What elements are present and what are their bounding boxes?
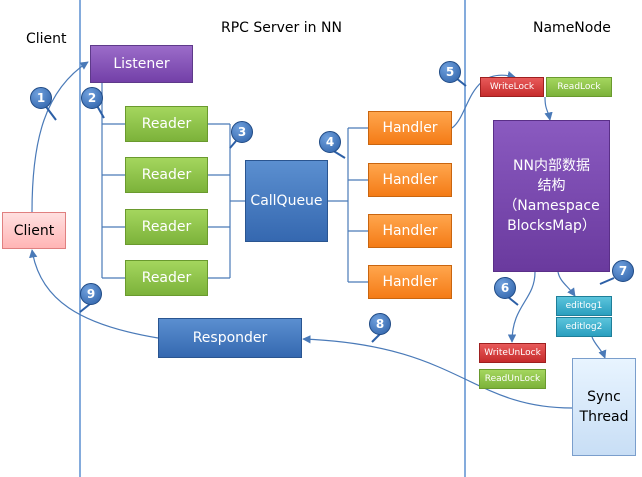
write-lock-node: WriteLock bbox=[480, 77, 544, 97]
listener-node: Listener bbox=[90, 45, 193, 83]
connector-lock-to-namespace bbox=[544, 96, 553, 121]
step-badge: 4 bbox=[319, 131, 341, 153]
reader-node: Reader bbox=[125, 157, 208, 193]
write-unlock-node: WriteUnLock bbox=[479, 343, 546, 363]
read-unlock-node: ReadUnLock bbox=[479, 369, 546, 389]
namespace-label-line: BlocksMap） bbox=[507, 218, 596, 234]
sync-thread-label-line: Thread bbox=[579, 409, 629, 425]
reader-node: Reader bbox=[125, 260, 208, 296]
connector-handler-to-lock bbox=[451, 71, 516, 129]
connector-sync-to-responder bbox=[302, 335, 573, 409]
sync-thread-label-line: Sync bbox=[587, 389, 621, 405]
step-badge: 8 bbox=[369, 313, 391, 335]
handler-node: Handler bbox=[368, 214, 452, 248]
connector-namespace-to-editlog bbox=[557, 271, 576, 297]
step-badge: 2 bbox=[81, 87, 103, 109]
step-badge: 7 bbox=[612, 260, 634, 282]
step-badge: 1 bbox=[30, 87, 52, 109]
connector-responder-to-client bbox=[29, 249, 159, 339]
namespace-label-line: （Namespace bbox=[503, 198, 600, 214]
namespace-node: NN内部数据 结构 （Namespace BlocksMap） bbox=[493, 120, 610, 272]
client-node: Client bbox=[2, 212, 66, 249]
connector-namespace-to-unlock bbox=[507, 271, 536, 343]
reader-node: Reader bbox=[125, 209, 208, 245]
handler-node: Handler bbox=[368, 265, 452, 299]
connector-client-to-listener bbox=[31, 61, 89, 213]
connector-editlog-to-sync bbox=[591, 336, 607, 359]
reader-node: Reader bbox=[125, 106, 208, 142]
editlog-node: editlog2 bbox=[556, 317, 612, 337]
step-badge: 9 bbox=[80, 283, 102, 305]
step-badge: 5 bbox=[439, 61, 461, 83]
namespace-label-line: NN内部数据 bbox=[513, 158, 590, 174]
responder-node: Responder bbox=[158, 318, 302, 358]
lane-title-client: Client bbox=[26, 31, 67, 47]
handler-node: Handler bbox=[368, 163, 452, 197]
handler-node: Handler bbox=[368, 111, 452, 145]
step-badge: 3 bbox=[231, 121, 253, 143]
lane-title-namenode: NameNode bbox=[533, 20, 611, 36]
editlog-node: editlog1 bbox=[556, 296, 612, 316]
read-lock-node: ReadLock bbox=[546, 77, 612, 97]
lane-title-rpc-server: RPC Server in NN bbox=[221, 20, 342, 36]
callqueue-node: CallQueue bbox=[245, 160, 328, 242]
step-badge: 6 bbox=[494, 277, 516, 299]
sync-thread-node: Sync Thread bbox=[572, 358, 636, 456]
namespace-label-line: 结构 bbox=[537, 178, 566, 194]
